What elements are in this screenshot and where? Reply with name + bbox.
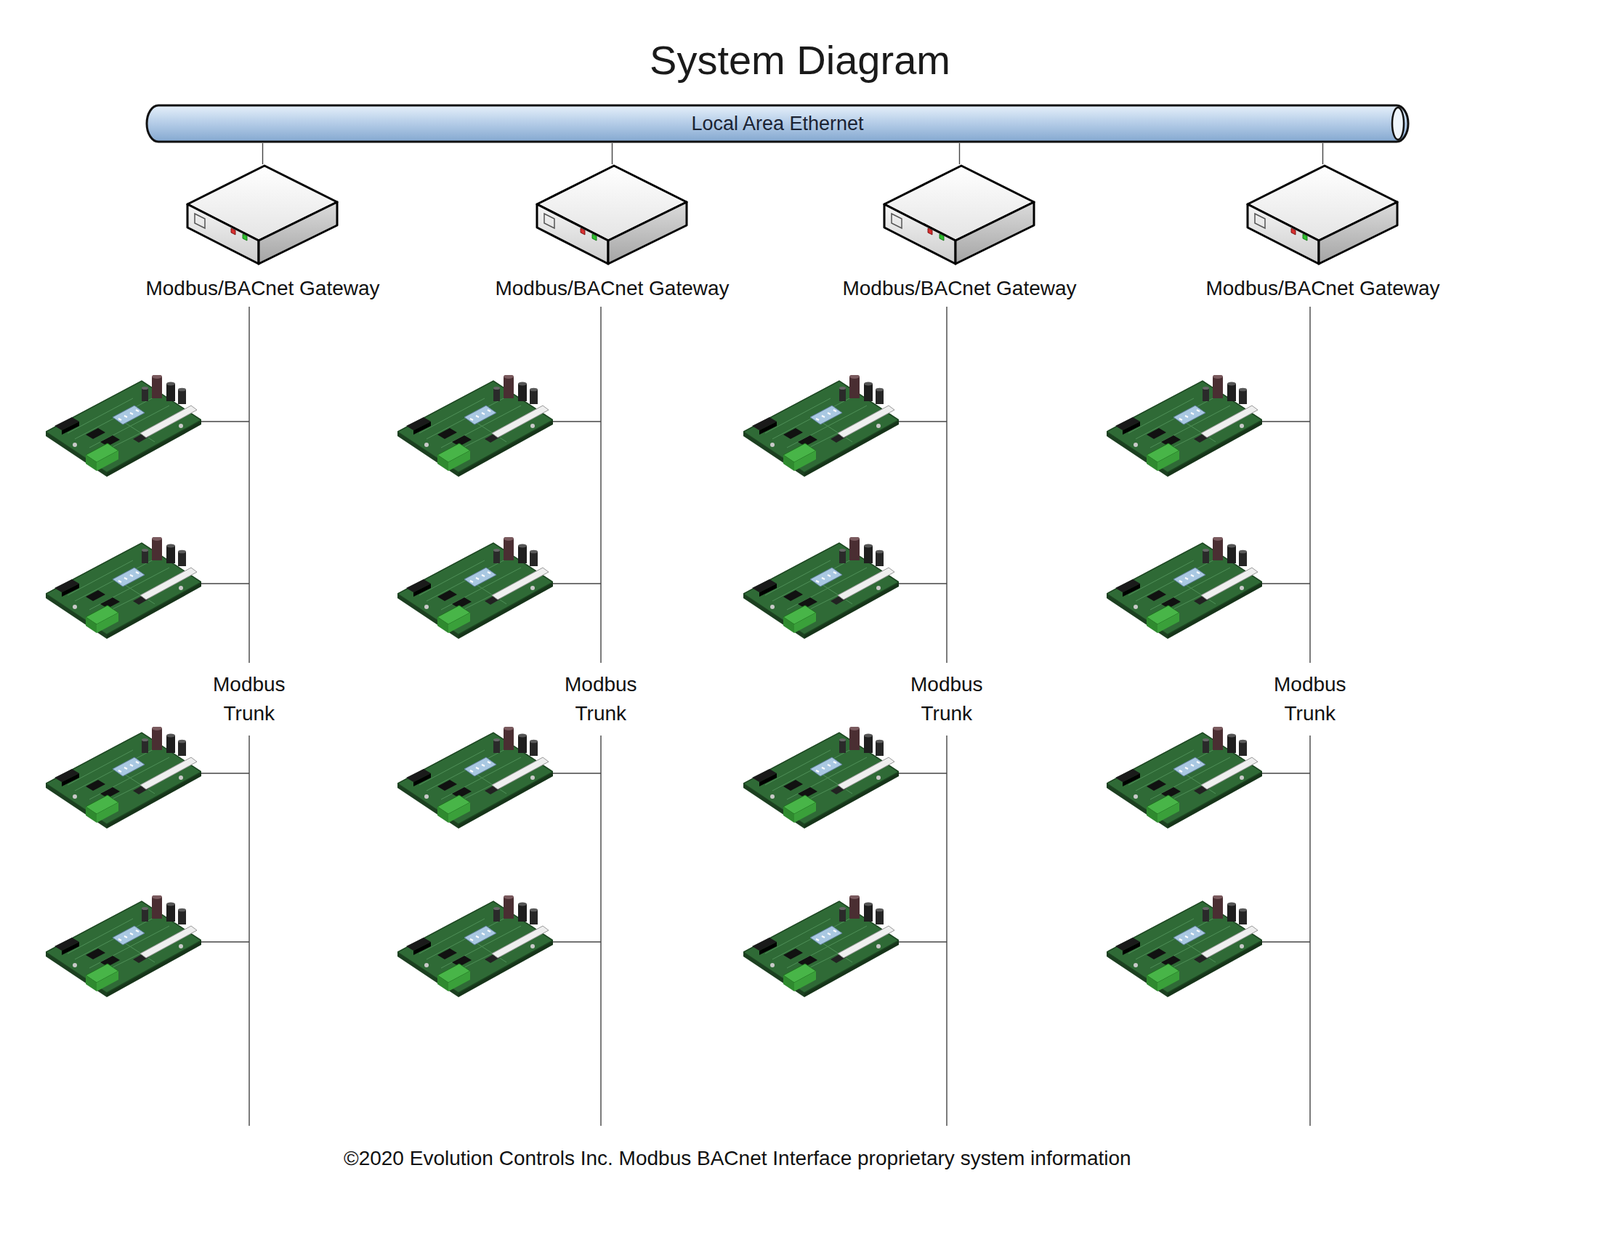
trunk-lines bbox=[201, 306, 1311, 1126]
stub-wire bbox=[552, 420, 601, 422]
title-wrap: System Diagram bbox=[0, 34, 1600, 86]
controller-board bbox=[743, 374, 899, 477]
ethernet-drop bbox=[611, 143, 613, 165]
stub-wire bbox=[201, 582, 250, 584]
gateway-icon bbox=[536, 165, 687, 264]
gateway-label: Modbus/BACnet Gateway bbox=[842, 276, 1077, 300]
gateway-label-line: Modbus/BACnet Gateway bbox=[1201, 276, 1444, 301]
stub-wire bbox=[1262, 940, 1311, 942]
stub-wire bbox=[201, 420, 250, 422]
controller-board bbox=[743, 536, 899, 639]
stub-wire bbox=[1262, 420, 1311, 422]
trunk-wire bbox=[600, 306, 601, 663]
ethernet-drop bbox=[959, 143, 960, 165]
stub-wire bbox=[201, 772, 250, 774]
controller-board bbox=[45, 894, 202, 997]
controller-board bbox=[743, 894, 899, 997]
caption: ©2020 Evolution Controls Inc. Modbus BAC… bbox=[343, 1145, 1132, 1172]
stub-wire bbox=[898, 420, 947, 422]
trunk-label: Modbus Trunk bbox=[561, 669, 641, 729]
controller-board bbox=[45, 536, 202, 639]
controller-board bbox=[45, 725, 202, 829]
trunk-wire bbox=[248, 735, 250, 1126]
pipe-end bbox=[1392, 107, 1404, 140]
gateway-label-line: Modbus/BACnet Gateway bbox=[838, 276, 1081, 301]
diagram-title: System Diagram bbox=[649, 37, 951, 83]
stub-wire bbox=[898, 582, 947, 584]
pipe-text-wrap: Local Area Ethernet bbox=[145, 103, 1410, 147]
stub-wire bbox=[898, 772, 947, 774]
ethernet-pipe: Local Area Ethernet bbox=[145, 103, 1410, 144]
stub-wire bbox=[898, 940, 947, 942]
stub-wire bbox=[1262, 772, 1311, 774]
gateway-node: Modbus/BACnet Gateway bbox=[838, 164, 1081, 301]
controller-board bbox=[1106, 536, 1263, 639]
stub-wire bbox=[552, 582, 601, 584]
gateway-label: Modbus/BACnet Gateway bbox=[1205, 276, 1440, 300]
ethernet-drop bbox=[1322, 143, 1324, 165]
stub-wire bbox=[552, 772, 601, 774]
gateway-label-line: Modbus/BACnet Gateway bbox=[141, 276, 384, 301]
controller-board bbox=[1106, 725, 1263, 829]
controller-board bbox=[397, 894, 553, 997]
ethernet-drop bbox=[262, 143, 264, 165]
trunk-label: Modbus Trunk bbox=[209, 669, 289, 729]
pipe-label: Local Area Ethernet bbox=[691, 112, 864, 135]
trunk-wire bbox=[248, 306, 250, 663]
pipe-body bbox=[146, 105, 1409, 142]
controller-board bbox=[397, 374, 553, 477]
gateway-icon bbox=[187, 165, 338, 264]
trunk-wire bbox=[1309, 306, 1311, 663]
gateway-label-line: Modbus/BACnet Gateway bbox=[491, 276, 734, 301]
controller-board bbox=[397, 536, 553, 639]
stub-wire bbox=[1262, 582, 1311, 584]
stub-wire bbox=[552, 940, 601, 942]
controller-board bbox=[1106, 894, 1263, 997]
controller-board bbox=[397, 725, 553, 829]
controller-board bbox=[1106, 374, 1263, 477]
gateway-label: Modbus/BACnet Gateway bbox=[494, 276, 729, 300]
gateway-icon bbox=[1247, 165, 1398, 264]
gateway-icon bbox=[884, 165, 1034, 264]
trunk-wire bbox=[1309, 735, 1311, 1126]
gateway-icons bbox=[187, 165, 1398, 264]
trunk-wire bbox=[946, 306, 947, 663]
gateway-node: Modbus/BACnet Gateway bbox=[141, 164, 384, 301]
trunk-label: Modbus Trunk bbox=[907, 669, 987, 729]
stub-wire bbox=[201, 940, 250, 942]
controller-boards bbox=[45, 374, 1263, 997]
trunk-wire bbox=[600, 735, 601, 1126]
gateway-node: Modbus/BACnet Gateway bbox=[1201, 164, 1444, 301]
trunk-label: Modbus Trunk bbox=[1270, 669, 1350, 729]
controller-board bbox=[45, 374, 202, 477]
controller-board bbox=[743, 725, 899, 829]
gateway-node: Modbus/BACnet Gateway bbox=[491, 164, 734, 301]
trunk-wire bbox=[946, 735, 947, 1126]
gateway-label: Modbus/BACnet Gateway bbox=[145, 276, 380, 300]
